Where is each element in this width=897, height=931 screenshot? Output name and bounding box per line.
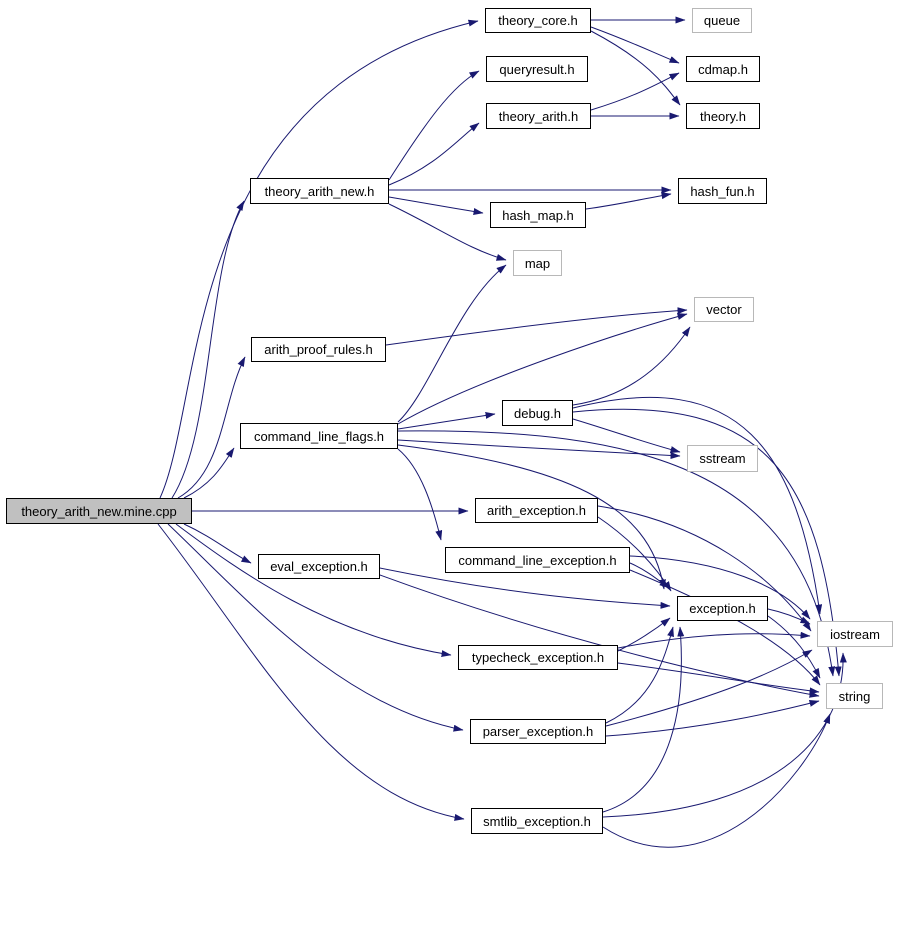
- edge-arith_proof_rules-vector: [385, 307, 688, 346]
- node-sstream: sstream: [687, 445, 758, 472]
- edge-main-theory_arith_new: [171, 200, 245, 499]
- node-parser-exception-h[interactable]: parser_exception.h: [470, 719, 606, 744]
- node-arith-exception-h[interactable]: arith_exception.h: [475, 498, 598, 523]
- node-theory-arith-new-h[interactable]: theory_arith_new.h: [250, 178, 389, 204]
- node-arith-proof-rules-h[interactable]: arith_proof_rules.h: [251, 337, 386, 362]
- edge-main-command_line_flags: [183, 447, 235, 499]
- edge-eval_exception-string: [379, 574, 820, 698]
- node-queue: queue: [692, 8, 752, 33]
- edge-main-arith_proof_rules: [177, 356, 246, 499]
- edge-command_line_flags-debug: [397, 411, 496, 430]
- edge-command_line_flags-vector: [397, 313, 688, 425]
- edge-theory_core-theory: [590, 30, 681, 106]
- edge-theory_arith_new-queryresult: [388, 70, 480, 181]
- edge-parser_exception-string: [605, 699, 820, 737]
- edge-debug-string: [572, 408, 842, 677]
- edge-exception-string: [767, 615, 821, 679]
- node-theory-arith-h[interactable]: theory_arith.h: [486, 103, 591, 129]
- edge-smtlib_exception-string: [602, 713, 831, 848]
- edge-command_line_exception-string: [629, 569, 821, 686]
- node-cdmap-h[interactable]: cdmap.h: [686, 56, 760, 82]
- edge-command_line_flags-string: [397, 430, 836, 677]
- node-iostream: iostream: [817, 621, 893, 647]
- node-eval-exception-h[interactable]: eval_exception.h: [258, 554, 380, 579]
- edge-theory_arith_new-theory_arith: [388, 122, 480, 186]
- edge-command_line_flags-sstream: [397, 439, 681, 460]
- edge-parser_exception-iostream: [605, 649, 813, 727]
- node-map: map: [513, 250, 562, 276]
- edge-smtlib_exception-exception: [602, 626, 685, 813]
- edge-main-smtlib_exception: [157, 523, 465, 821]
- edge-eval_exception-exception: [379, 567, 671, 609]
- node-smtlib-exception-h[interactable]: smtlib_exception.h: [471, 808, 603, 834]
- edge-hash_map-hash_fun: [585, 192, 672, 210]
- node-theory-h[interactable]: theory.h: [686, 103, 760, 129]
- node-hash-map-h[interactable]: hash_map.h: [490, 202, 586, 228]
- edge-arith_exception-iostream: [597, 505, 812, 632]
- node-typecheck-exception-h[interactable]: typecheck_exception.h: [458, 645, 618, 670]
- node-debug-h[interactable]: debug.h: [502, 400, 573, 426]
- edge-theory_arith_new-map: [388, 203, 507, 261]
- edge-typecheck_exception-exception: [617, 617, 671, 652]
- edge-command_line_exception-iostream: [629, 555, 811, 620]
- node-theory-core-h[interactable]: theory_core.h: [485, 8, 591, 33]
- edge-main-eval_exception: [183, 523, 252, 564]
- edge-exception-iostream: [767, 608, 811, 625]
- edge-main-theory_core: [159, 19, 479, 499]
- edge-main-parser_exception: [167, 523, 464, 732]
- node-vector: vector: [694, 297, 754, 322]
- edge-main-typecheck_exception: [175, 523, 452, 657]
- edge-debug-sstream: [572, 418, 681, 453]
- edge-parser_exception-exception: [605, 626, 674, 724]
- edge-theory_arith_new-hash_map: [388, 196, 484, 215]
- node-exception-h[interactable]: exception.h: [677, 596, 768, 621]
- edge-command_line_flags-map: [397, 264, 507, 423]
- edge-typecheck_exception-string: [617, 662, 820, 695]
- node-command-line-exception-h[interactable]: command_line_exception.h: [445, 547, 630, 573]
- node-command-line-flags-h[interactable]: command_line_flags.h: [240, 423, 398, 449]
- edge-debug-iostream: [572, 397, 823, 615]
- edge-theory_core-cdmap: [590, 26, 680, 64]
- edge-debug-vector: [572, 326, 691, 406]
- edge-command_line_flags-command_line_exception: [397, 448, 443, 541]
- node-hash-fun-h[interactable]: hash_fun.h: [678, 178, 767, 204]
- node-string: string: [826, 683, 883, 709]
- edge-smtlib_exception-iostream: [602, 652, 847, 818]
- edge-theory_arith-cdmap: [590, 72, 680, 111]
- node-theory-arith-new-mine-cpp: theory_arith_new.mine.cpp: [6, 498, 192, 524]
- edge-typecheck_exception-iostream: [617, 631, 811, 649]
- node-queryresult-h[interactable]: queryresult.h: [486, 56, 588, 82]
